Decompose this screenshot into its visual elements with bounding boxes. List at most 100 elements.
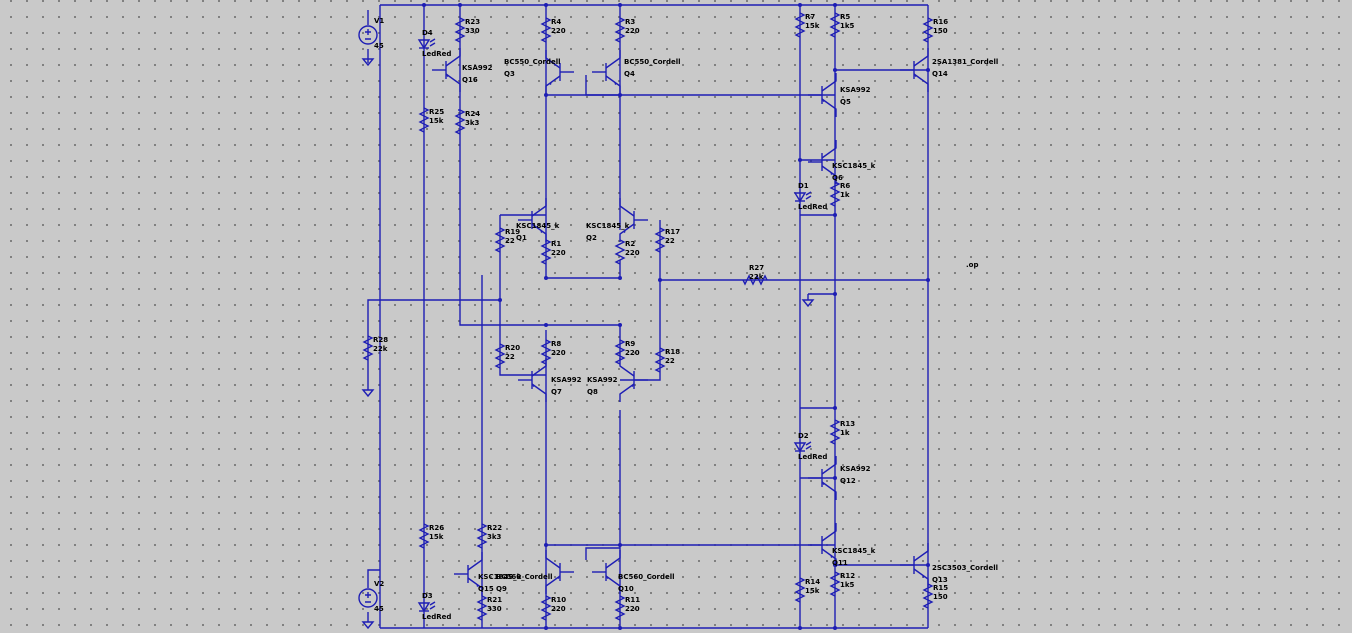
transistor-q9 <box>545 550 574 594</box>
junction-dot <box>833 68 837 72</box>
resistor-ref: R8 <box>551 340 561 348</box>
transistor-ref: Q5 <box>840 98 851 106</box>
transistor-collector <box>467 552 483 571</box>
resistor-r16 <box>922 17 934 43</box>
resistor-r27 <box>742 274 768 286</box>
resistor-symbol <box>540 595 552 621</box>
transistor-q16 <box>432 48 461 92</box>
resistor-value: 220 <box>625 349 640 357</box>
transistor-q11 <box>808 523 837 567</box>
resistor-symbol <box>922 583 934 609</box>
resistor-value: 220 <box>625 27 640 35</box>
transistor-model: KSC1845_k <box>478 573 522 581</box>
transistor-arrow <box>549 81 552 85</box>
resistor-symbol <box>454 17 466 43</box>
transistor-emitter <box>605 575 621 594</box>
resistor-r11 <box>614 595 626 621</box>
junction-dot <box>618 276 622 280</box>
source-polarity <box>365 592 371 603</box>
resistor-ref: R2 <box>625 240 635 248</box>
led-model: LedRed <box>422 50 451 58</box>
resistor-symbol <box>829 571 841 597</box>
source-value: 45 <box>374 42 384 50</box>
transistor-q15 <box>454 552 483 596</box>
junction-dot <box>544 3 548 7</box>
wires <box>367 3 930 630</box>
transistor-arrow <box>914 73 917 77</box>
resistor-symbol <box>829 12 841 38</box>
resistor-value: 22 <box>665 357 675 365</box>
transistor-q2 <box>619 198 648 242</box>
junction-dot <box>798 626 802 630</box>
led-ref: D1 <box>798 182 809 190</box>
junction-dot <box>833 292 837 296</box>
junction-dot <box>658 278 662 282</box>
resistor-ref: R16 <box>933 18 948 26</box>
junction-dot <box>618 626 622 630</box>
source-ref: V2 <box>374 580 384 588</box>
transistor-q8 <box>619 358 648 402</box>
led-d3 <box>417 601 436 613</box>
resistor-r6 <box>829 181 841 207</box>
resistor-ref: R6 <box>840 182 850 190</box>
transistor-q13 <box>900 543 929 587</box>
transistor-emitter <box>821 481 837 500</box>
junction-dot <box>544 276 548 280</box>
transistor-q14 <box>900 48 929 92</box>
resistor-symbol <box>654 347 666 373</box>
resistor-value: 22 <box>505 237 515 245</box>
led-ref: D4 <box>422 29 433 37</box>
led-rays <box>429 601 436 610</box>
resistor-symbol <box>540 339 552 365</box>
junction-dot <box>544 543 548 547</box>
transistor-ref: Q2 <box>586 234 597 242</box>
transistor-ref: Q12 <box>840 477 856 485</box>
resistor-r4 <box>540 17 552 43</box>
resistor-ref: R18 <box>665 348 680 356</box>
resistor-ref: R7 <box>805 13 815 21</box>
resistor-value: 3k3 <box>487 533 502 541</box>
resistor-r9 <box>614 339 626 365</box>
resistor-ref: R20 <box>505 344 520 352</box>
resistor-value: 22k <box>749 273 764 281</box>
transistor-ref: Q10 <box>618 585 634 593</box>
transistor-ref: Q3 <box>504 70 515 78</box>
source-ref: V1 <box>374 17 384 25</box>
resistor-value: 22k <box>373 345 388 353</box>
led-ref: D3 <box>422 592 433 600</box>
resistor-r2 <box>614 239 626 265</box>
transistor-emitter <box>913 568 929 587</box>
resistor-value: 15k <box>805 587 820 595</box>
led-d4 <box>417 38 436 50</box>
resistor-value: 330 <box>487 605 502 613</box>
led-model: LedRed <box>798 453 827 461</box>
transistor-ref: Q7 <box>551 388 562 396</box>
transistor-collector <box>821 456 837 475</box>
transistor-arrow <box>606 575 609 579</box>
junction-dot <box>798 158 802 162</box>
transistor-model: KSA992 <box>587 376 618 384</box>
resistor-ref: R28 <box>373 336 388 344</box>
wire <box>459 5 621 360</box>
resistor-value: 15k <box>805 22 820 30</box>
resistor-symbol <box>654 227 666 253</box>
transistor-arrow <box>922 574 925 578</box>
transistor-emitter <box>467 577 483 596</box>
transistor-arrow <box>830 554 833 558</box>
ground-icon <box>801 299 815 308</box>
resistor-r14 <box>794 577 806 603</box>
transistor-q6 <box>808 140 837 184</box>
resistor-ref: R12 <box>840 572 855 580</box>
junction-dot <box>498 298 502 302</box>
led-symbol <box>417 39 431 50</box>
transistor-ref: Q1 <box>516 234 527 242</box>
resistor-symbol <box>476 523 488 549</box>
component-labels: V145V245D4LedRedD1LedRedD2LedRedD3LedRed… <box>373 13 998 621</box>
transistor-arrow <box>614 81 617 85</box>
transistor-collector <box>531 198 547 217</box>
transistor-model: 2SC3503_Cordell <box>932 564 998 572</box>
resistor-value: 1k5 <box>840 22 855 30</box>
transistor-arrow <box>532 383 535 387</box>
resistor-ref: R11 <box>625 596 640 604</box>
resistor-r21 <box>476 595 488 621</box>
